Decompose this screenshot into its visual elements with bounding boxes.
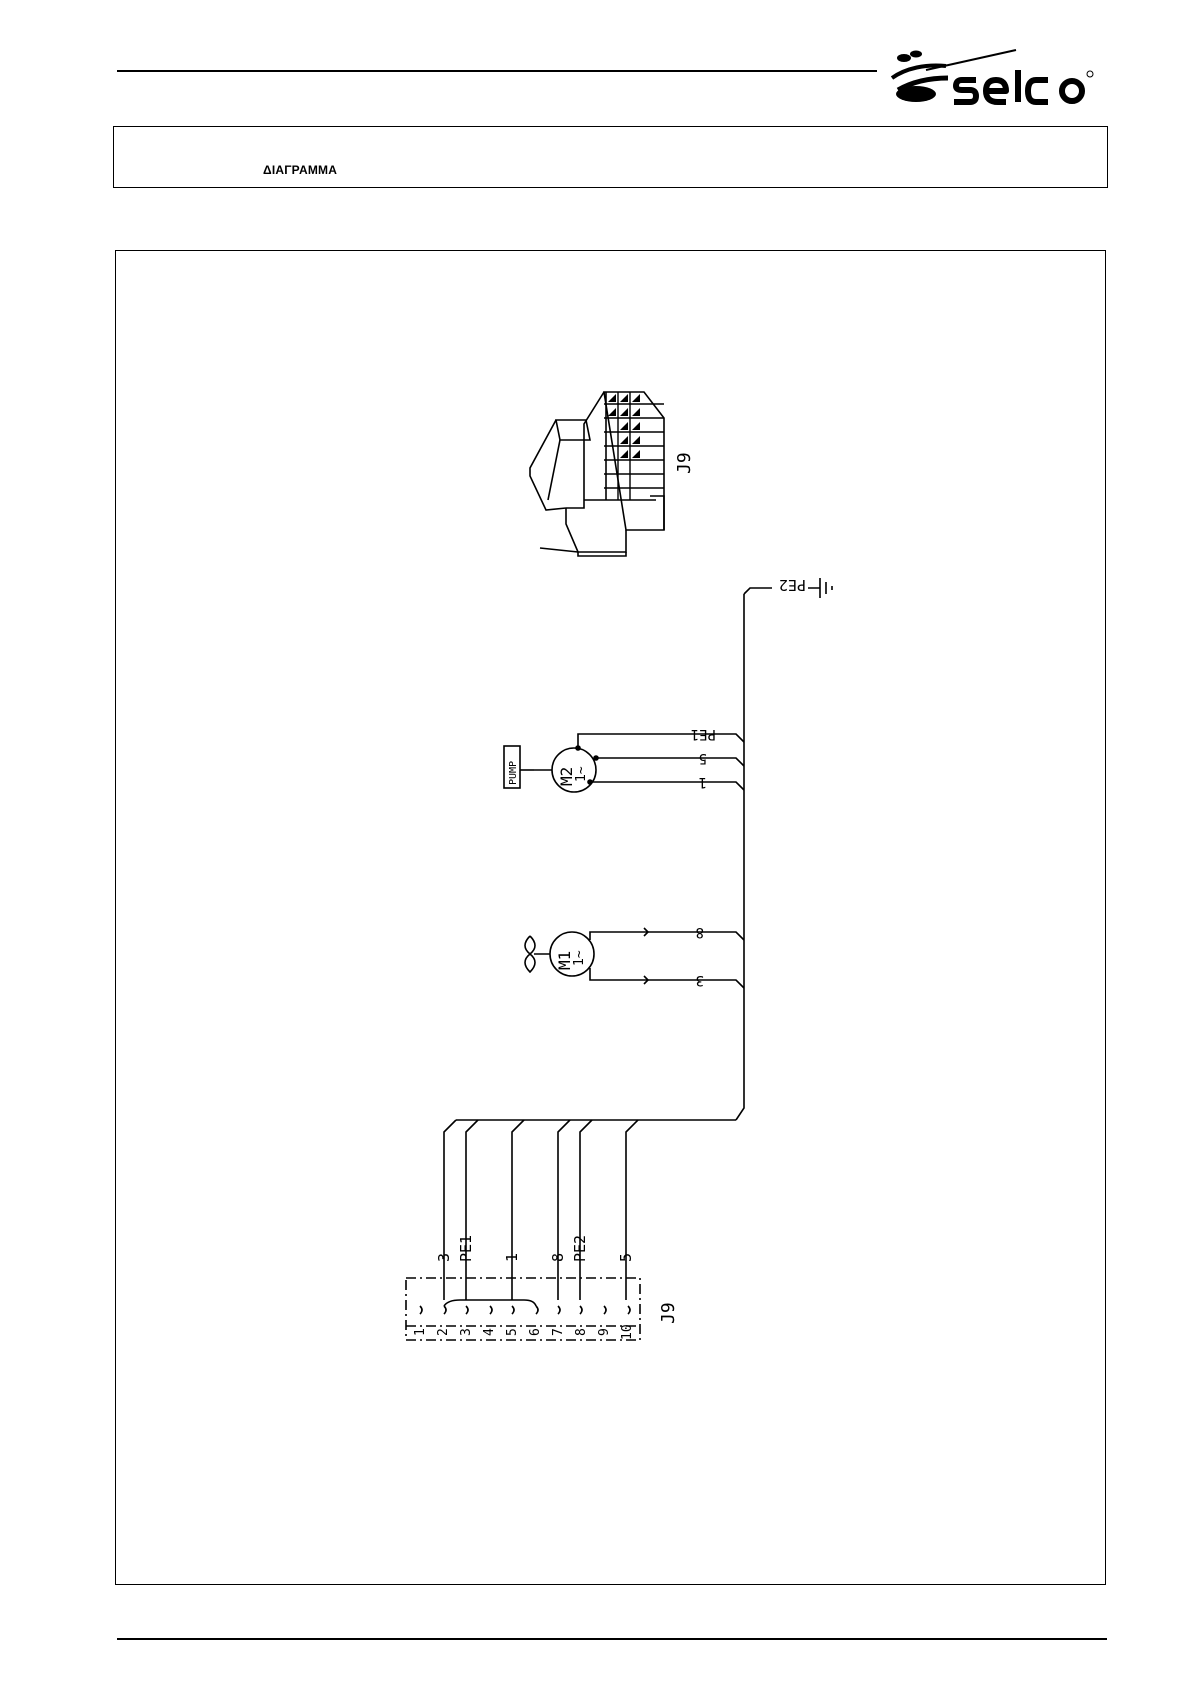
harness-wire-pe1 <box>466 1120 478 1300</box>
harness-wire-1 <box>512 1120 524 1300</box>
pump-motor-phase: 1~ <box>574 766 589 782</box>
harness-label-pe1: PE1 <box>457 1235 475 1262</box>
harness-wire-5 <box>626 1120 638 1300</box>
pin-sockets <box>420 1306 630 1314</box>
pump-wire-label-1: 1 <box>699 774 707 790</box>
pin-number-1: 1 <box>413 1328 428 1336</box>
pump-box-label: PUMP <box>508 761 519 785</box>
pin-number-9: 9 <box>597 1328 612 1336</box>
fan-wire-8 <box>590 932 744 940</box>
harness-wire-8 <box>558 1120 570 1300</box>
j9-label-top: J9 <box>674 452 695 474</box>
pin-number-6: 6 <box>528 1328 543 1336</box>
fan-wire-3 <box>590 968 744 988</box>
pump-wire-1 <box>590 782 744 790</box>
j9-connector-drawing <box>530 392 664 556</box>
fan-wire-label-3: 3 <box>696 972 704 988</box>
internal-jumper <box>444 1300 536 1306</box>
pump-wire-pe1 <box>578 734 744 748</box>
bottom-rule <box>117 1638 1107 1640</box>
fan-wire-label-8: 8 <box>696 924 704 940</box>
pin-number-4: 4 <box>482 1328 497 1336</box>
main-trunk-wire <box>736 594 744 1120</box>
pump-wire-5 <box>596 758 744 766</box>
fan-icon <box>525 936 550 972</box>
fan-motor-phase: 1~ <box>572 950 587 966</box>
harness-label-5: 5 <box>617 1253 635 1262</box>
pin-number-5: 5 <box>505 1328 520 1336</box>
harness-label-8: 8 <box>549 1253 567 1262</box>
ground-symbol <box>808 578 832 598</box>
harness-label-3: 3 <box>435 1253 453 1262</box>
ground-wire-label: PE2 <box>779 576 806 594</box>
pin-number-3: 3 <box>459 1328 474 1336</box>
pump-wire-label-pe1: PE1 <box>691 726 716 742</box>
harness-wire-pe2 <box>580 1120 592 1300</box>
pump-wire-label-5: 5 <box>699 750 707 766</box>
pin-number-8: 8 <box>574 1328 589 1336</box>
harness-wire-3 <box>444 1120 456 1300</box>
pin-number-7: 7 <box>551 1328 566 1336</box>
harness-label-pe2: PE2 <box>571 1235 589 1262</box>
pin-number-10: 10 <box>620 1324 635 1340</box>
j9-label-bottom: J9 <box>658 1302 679 1324</box>
ground-feed-wire <box>744 588 772 594</box>
pin-number-2: 2 <box>436 1328 451 1336</box>
harness-label-1: 1 <box>503 1253 521 1262</box>
